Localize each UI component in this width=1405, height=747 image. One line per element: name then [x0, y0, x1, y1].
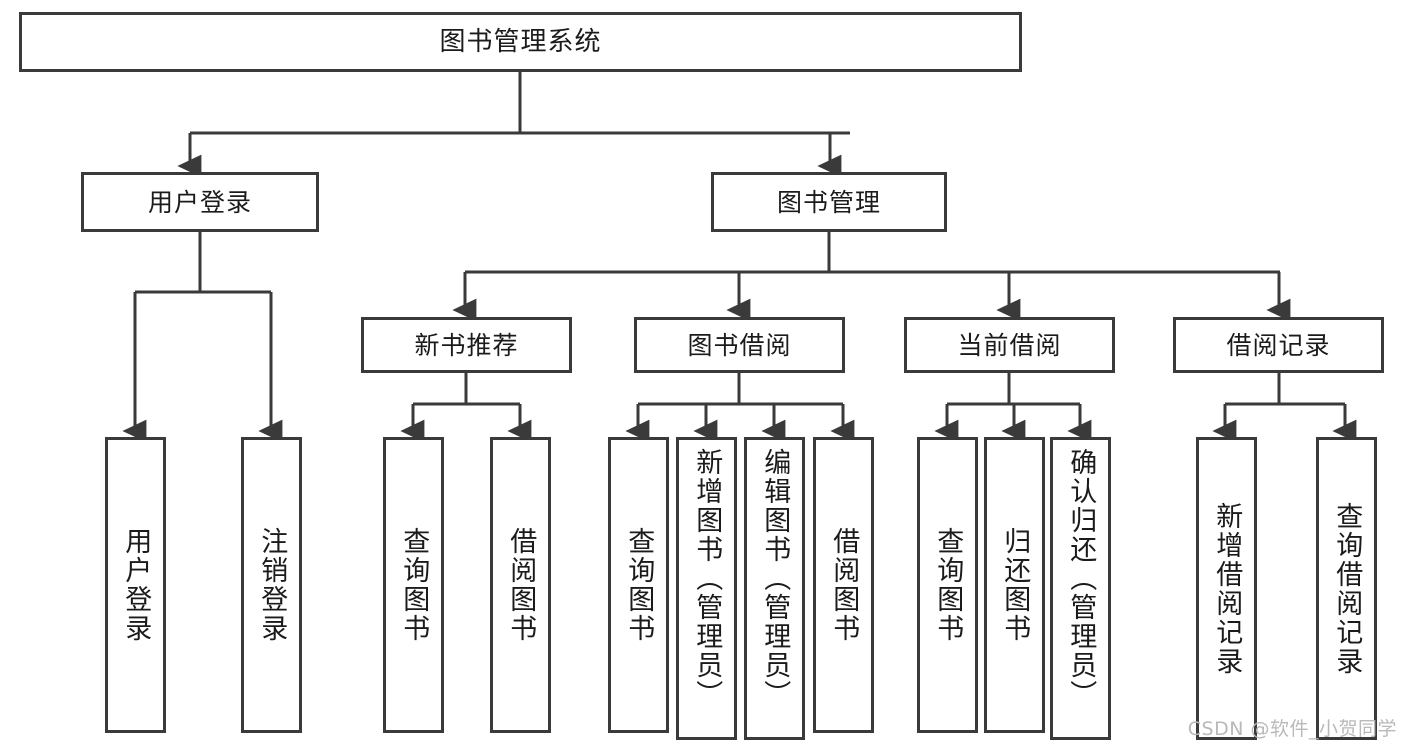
node-current-borrow[interactable]: 当前借阅	[904, 317, 1115, 373]
node-label: 新增借阅记录	[1211, 501, 1243, 676]
node-user-login[interactable]: 用户登录	[81, 172, 319, 232]
node-leaf-add-book[interactable]: 新增图书（管理员）	[676, 437, 737, 740]
node-new-book-recommend[interactable]: 新书推荐	[361, 317, 572, 373]
node-label: 用户登录	[120, 527, 152, 643]
node-book-borrow[interactable]: 图书借阅	[634, 317, 845, 373]
node-label: 借阅图书	[828, 527, 860, 643]
node-borrow-record[interactable]: 借阅记录	[1173, 317, 1384, 373]
node-label: 编辑图书（管理员）	[759, 448, 791, 709]
node-label: 借阅图书	[505, 527, 537, 643]
node-label: 查询图书	[623, 527, 655, 643]
node-label: 用户登录	[147, 187, 252, 217]
node-label: 图书管理系统	[439, 27, 602, 57]
node-leaf-user-login[interactable]: 用户登录	[105, 437, 166, 733]
node-leaf-borrow-book-1[interactable]: 借阅图书	[490, 437, 551, 733]
node-leaf-borrow-book-2[interactable]: 借阅图书	[813, 437, 874, 733]
node-label: 借阅记录	[1226, 330, 1331, 360]
node-leaf-edit-book[interactable]: 编辑图书（管理员）	[744, 437, 805, 740]
node-leaf-add-record[interactable]: 新增借阅记录	[1196, 437, 1257, 740]
node-label: 当前借阅	[957, 330, 1062, 360]
node-label: 图书管理	[776, 187, 881, 217]
node-label: 新增图书（管理员）	[691, 448, 723, 709]
node-leaf-query-record[interactable]: 查询借阅记录	[1316, 437, 1377, 740]
node-leaf-confirm-return[interactable]: 确认归还（管理员）	[1050, 437, 1111, 740]
node-leaf-return-book[interactable]: 归还图书	[984, 437, 1045, 733]
node-leaf-query-book-1[interactable]: 查询图书	[383, 437, 444, 733]
node-leaf-user-logout[interactable]: 注销登录	[241, 437, 302, 733]
node-label: 图书借阅	[687, 330, 792, 360]
node-label: 查询图书	[932, 527, 964, 643]
node-label: 查询借阅记录	[1331, 501, 1363, 676]
node-root-book-management-system[interactable]: 图书管理系统	[19, 12, 1022, 72]
node-leaf-query-book-3[interactable]: 查询图书	[917, 437, 978, 733]
node-label: 注销登录	[256, 527, 288, 643]
node-label: 归还图书	[999, 527, 1031, 643]
node-label: 确认归还（管理员）	[1065, 448, 1097, 709]
node-label: 新书推荐	[414, 330, 519, 360]
node-book-management[interactable]: 图书管理	[711, 172, 947, 232]
node-label: 查询图书	[398, 527, 430, 643]
node-leaf-query-book-2[interactable]: 查询图书	[608, 437, 669, 733]
